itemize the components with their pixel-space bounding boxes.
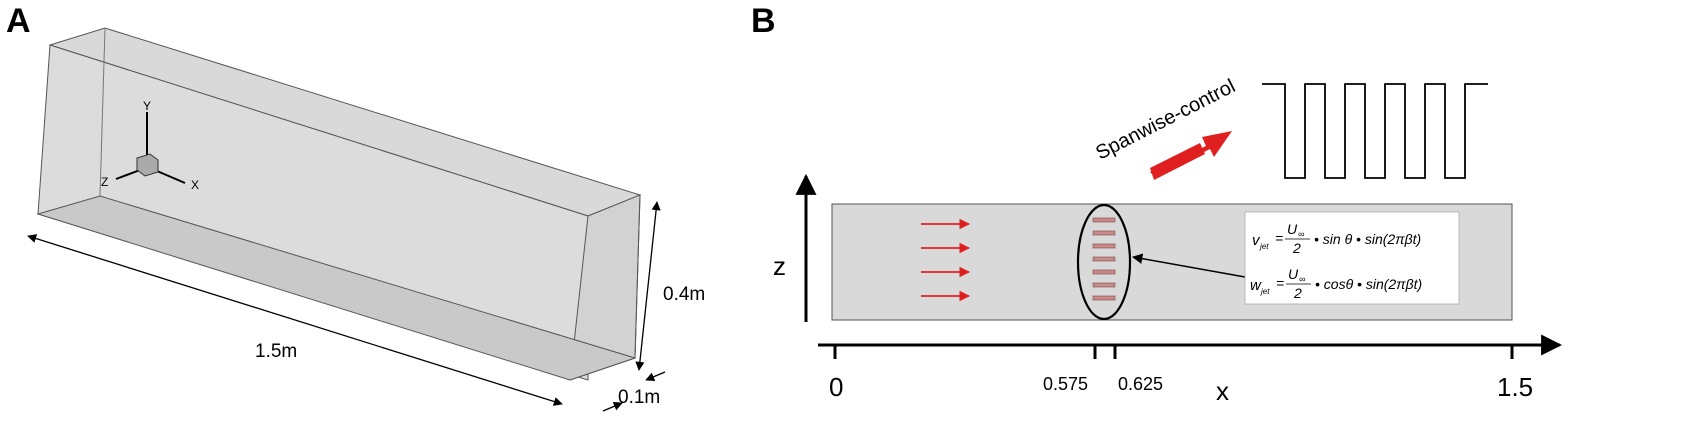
eq-w-num-sub: ∞	[1299, 274, 1305, 284]
equation-w: w jet = U ∞ 2 • cosθ • sin(2πβt)	[1250, 266, 1422, 301]
jet-slot	[1092, 282, 1116, 288]
equation-pointer-arrow	[1131, 253, 1246, 278]
tick-label-15: 1.5	[1497, 372, 1533, 402]
eq-w-den: 2	[1293, 285, 1302, 301]
jet-slot	[1092, 295, 1116, 301]
jet-region-ellipse	[1076, 203, 1132, 321]
domain-box	[36, 27, 642, 381]
jet-slot	[1092, 243, 1116, 249]
tick-label-0575: 0.575	[1043, 374, 1088, 394]
z-axis-label: z	[773, 251, 786, 281]
x-axis-label: x	[1216, 376, 1229, 406]
equation-v: v jet = U ∞ 2 • sin θ • sin(2πβt)	[1252, 221, 1421, 256]
triad-cube-icon	[136, 153, 159, 177]
height-dimension-arrow	[635, 201, 661, 371]
eq-v-lhs: v	[1252, 232, 1261, 249]
eq-v-equals: =	[1275, 230, 1283, 246]
width-label: 0.1m	[618, 387, 660, 408]
tick-label-0625: 0.625	[1118, 374, 1163, 394]
length-label: 1.5m	[255, 341, 297, 362]
tick-label-0: 0	[829, 372, 843, 402]
jet-slot	[1092, 256, 1116, 262]
z-axis-line	[115, 169, 141, 180]
spanwise-control-arrow-shaft	[1150, 143, 1205, 180]
panel-a-letter: A	[6, 2, 31, 40]
eq-v-num-sub: ∞	[1298, 229, 1304, 239]
height-label: 0.4m	[663, 284, 705, 305]
eq-v-sub: jet	[1259, 242, 1269, 251]
panel-b-letter: B	[751, 2, 776, 40]
box-back-edge	[99, 27, 106, 197]
inflow-arrows	[921, 218, 971, 302]
axis-x-label: X	[191, 178, 199, 192]
square-wave-signal	[1262, 83, 1488, 179]
eq-w-lhs: w	[1250, 277, 1262, 294]
jet-slot	[1092, 230, 1116, 236]
jet-slots	[1092, 217, 1116, 301]
jet-slot	[1092, 269, 1116, 275]
eq-w-sub: jet	[1260, 287, 1270, 296]
eq-w-num: U	[1288, 266, 1299, 282]
jet-slot	[1092, 217, 1116, 223]
eq-w-equals: =	[1276, 275, 1284, 291]
eq-v-den: 2	[1292, 240, 1301, 256]
eq-w-rhs: • cosθ • sin(2πβt)	[1315, 276, 1422, 292]
axis-y-label: Y	[143, 99, 151, 113]
width-arrow-bottom	[602, 401, 623, 412]
eq-v-rhs: • sin θ • sin(2πβt)	[1314, 231, 1421, 247]
width-arrow-top	[645, 371, 666, 382]
eq-v-num: U	[1287, 221, 1298, 237]
axis-z-label: Z	[101, 175, 108, 189]
equation-box	[1244, 211, 1460, 305]
axis-triad: Y X Z	[101, 99, 199, 192]
length-dimension-arrow	[27, 234, 563, 406]
